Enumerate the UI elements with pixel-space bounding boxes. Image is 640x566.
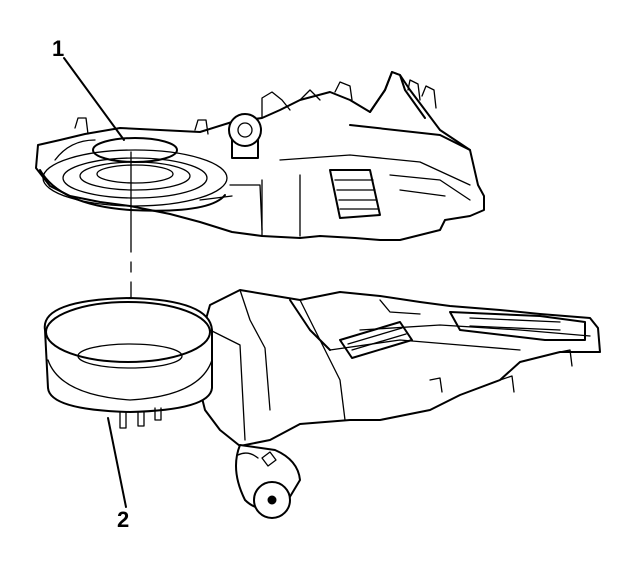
leader-line-2 [107, 417, 127, 508]
callout-label-1: 1 [52, 36, 65, 61]
lower-housing-half [43, 289, 601, 519]
callout-label-2: 2 [117, 507, 130, 532]
leader-line-1 [63, 57, 125, 141]
upper-housing-half [35, 71, 485, 241]
